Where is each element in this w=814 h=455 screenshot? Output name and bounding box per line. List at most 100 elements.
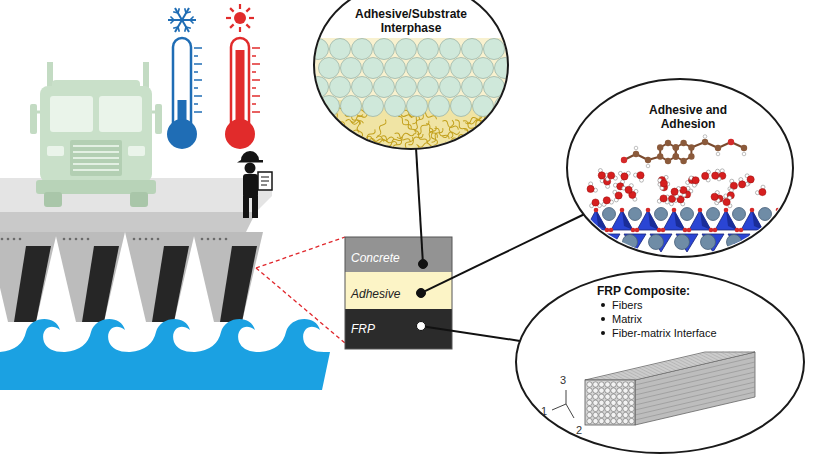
carbon-atom	[702, 139, 708, 145]
carbon-atom	[633, 151, 639, 157]
aggregate-particle	[330, 77, 351, 98]
fiber-line	[635, 387, 755, 415]
text-row: Fibers	[597, 298, 767, 312]
thermometer-bulb	[225, 119, 255, 149]
water-oxygen	[680, 186, 687, 193]
aggregate-particle	[484, 39, 505, 60]
aggregate-particle	[363, 58, 384, 79]
sun-ray	[226, 17, 231, 19]
silicate-tetrahedron	[611, 210, 633, 230]
headlight	[128, 146, 145, 156]
bullet-text: Fiber-matrix Interface	[612, 326, 717, 340]
oxygen-atom	[672, 208, 677, 213]
water-oxygen	[711, 193, 718, 200]
oxygen-atom	[631, 228, 636, 233]
fiber-section	[593, 394, 598, 399]
aggregate-particle	[440, 77, 461, 98]
wheel	[44, 192, 62, 207]
text-box: Adhesive and Adhesion	[632, 103, 744, 131]
circle-border	[314, 0, 508, 149]
polymer-squiggle	[376, 136, 394, 141]
polymer-squiggle	[446, 143, 463, 156]
axis-label-box: 1	[541, 405, 547, 418]
deck-haunch	[0, 212, 256, 232]
detail-circle: Adhesive and Adhesion	[566, 78, 794, 258]
text-box: Concrete	[351, 237, 400, 278]
tetrahedron-face	[778, 210, 789, 230]
windshield	[50, 96, 93, 132]
mirror-arm	[37, 111, 40, 114]
silicate-tetrahedron	[741, 210, 763, 230]
axis-number: 3	[560, 374, 566, 387]
circle-title: Adhesive and Adhesion	[638, 103, 738, 131]
polymer-squiggle	[376, 119, 387, 137]
anchor-dot	[133, 238, 136, 241]
thermometer-bulb	[167, 119, 197, 149]
fiber-section	[587, 382, 592, 387]
fiber-section	[599, 412, 604, 417]
oxygen-atom	[594, 208, 599, 213]
water-oxygen	[592, 199, 599, 206]
snowflake-branch	[173, 12, 178, 13]
leg	[252, 196, 258, 218]
polymer-squiggle	[415, 144, 421, 162]
truck	[30, 62, 162, 207]
fiber-section	[587, 394, 592, 399]
oxygen-atom	[621, 157, 627, 163]
anchor-dot	[19, 238, 22, 241]
fiber-section	[605, 382, 610, 387]
oxygen-atom	[683, 228, 688, 233]
fiber-section	[617, 406, 622, 411]
cation-sphere	[753, 235, 768, 250]
bundle-section	[585, 380, 635, 425]
oxygen-atom	[583, 228, 588, 233]
aggregate-particle	[440, 39, 461, 60]
text-box: Adhesive/Substrate Interphase	[313, 7, 509, 35]
anchor-dot	[151, 238, 154, 241]
hard-hat	[237, 151, 263, 163]
polymer-squiggle	[487, 143, 498, 161]
fiber-section	[599, 418, 604, 423]
girder	[0, 232, 57, 322]
oxygen-atom	[605, 228, 610, 233]
polymer-squiggle	[318, 140, 336, 147]
aggregate-particle	[319, 58, 340, 79]
grille-bar	[73, 157, 119, 159]
polymer-squiggle	[449, 120, 454, 138]
anchor-dot	[219, 238, 222, 241]
oxygen-atom	[620, 208, 625, 213]
fiber-section	[611, 418, 616, 423]
oxygen-atom	[735, 228, 740, 233]
head	[245, 163, 256, 174]
aggregate-particle	[429, 58, 450, 79]
fiber-section	[629, 418, 634, 423]
tick-mark	[194, 63, 202, 65]
circle-fill	[314, 0, 508, 149]
snowflake-branch	[185, 8, 186, 13]
tick-mark	[252, 79, 260, 81]
circle-detail	[308, 38, 516, 165]
anchor-dot	[63, 238, 66, 241]
water-oxygen	[692, 177, 699, 184]
oxygen-atom	[657, 228, 662, 233]
fiber-section	[599, 388, 604, 393]
aggregate-particle	[462, 77, 483, 98]
polymer-squiggle	[470, 115, 486, 130]
snowflake-branch	[178, 27, 179, 32]
axis-line	[566, 404, 574, 418]
layer-name: Adhesive	[351, 287, 400, 301]
anchor-dot	[225, 238, 228, 241]
fiber-section	[593, 388, 598, 393]
snowflake-arm	[182, 19, 196, 21]
mirror	[155, 104, 162, 134]
aggregate-particle	[341, 58, 362, 79]
leader-line	[416, 149, 423, 260]
polymer-squiggle	[484, 120, 495, 138]
fiber-line	[591, 352, 711, 380]
polymer-squiggle	[478, 134, 486, 152]
anchor-dot	[13, 238, 16, 241]
text-row: Matrix	[597, 312, 767, 326]
oxygen-atom	[728, 139, 734, 145]
bullet-text: Fibers	[612, 298, 643, 312]
hydrogen-atom	[634, 146, 638, 150]
